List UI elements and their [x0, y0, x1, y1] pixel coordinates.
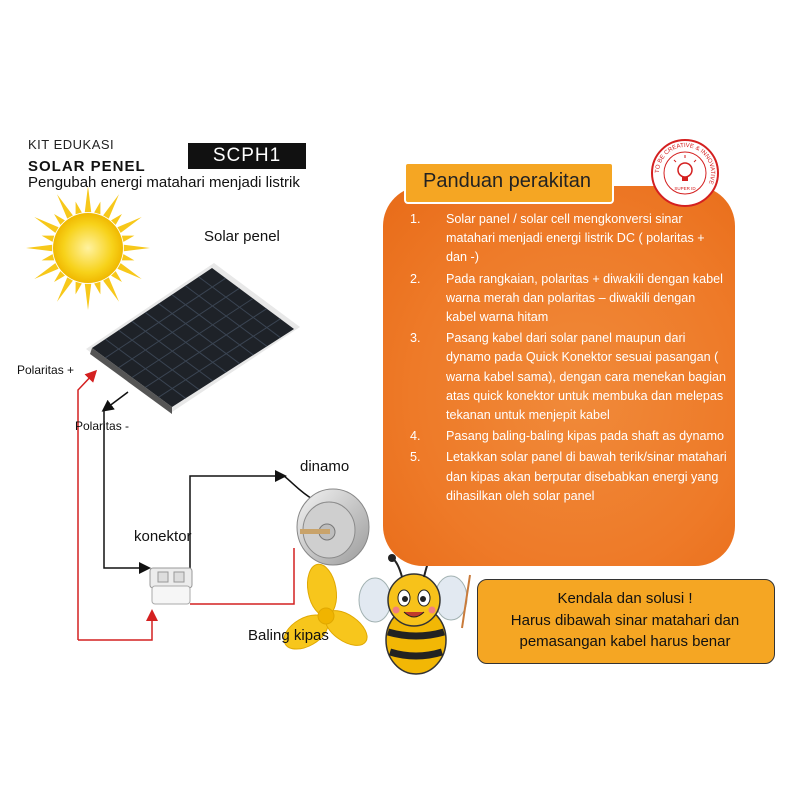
step-text: Pasang baling-baling kipas pada shaft as…	[446, 429, 724, 444]
solution-panel	[477, 579, 775, 664]
step-number: 1.	[410, 212, 421, 226]
assembly-step: 3. Pasang kabel dari solar panel maupun d…	[408, 329, 728, 425]
lightbulb-icon	[673, 155, 697, 181]
guide-title-badge	[404, 162, 614, 204]
step-text: Pada rangkaian, polaritas + diwakili den…	[446, 271, 723, 325]
positive-wire	[77, 369, 295, 641]
solar-panel-label: Solar penel	[204, 228, 280, 245]
assembly-step: 2. Pada rangkaian, polaritas + diwakili d…	[408, 270, 728, 328]
svg-text:SUPER ID: SUPER ID	[674, 186, 696, 191]
step-text: Pasang kabel dari solar panel maupun dar…	[446, 331, 727, 423]
konektor-label: konektor	[134, 528, 192, 545]
negative-wire	[101, 391, 315, 578]
step-text: Letakkan solar panel di bawah terik/sina…	[446, 450, 727, 503]
dinamo-label: dinamo	[300, 458, 350, 475]
polarity-minus-label: Polaritas -	[75, 419, 130, 433]
product-code-badge: SCPH1	[188, 143, 306, 169]
solution-title: Kendala dan solusi !	[557, 590, 693, 607]
polarity-plus-label: Polaritas +	[17, 363, 75, 377]
product-name: SOLAR PENEL	[28, 158, 146, 175]
sun-icon	[26, 186, 150, 310]
bee-mascot-icon	[358, 551, 471, 675]
assembly-steps-list: 1. Solar panel / solar cell mengkonversi …	[408, 210, 728, 508]
quick-connector-icon	[149, 567, 193, 605]
creative-seal-logo: TO BE CREATIVE & INNOVATIVE SUPER ID	[651, 139, 719, 207]
fan-label: Baling kipas	[248, 627, 329, 644]
guide-title: Panduan perakitan	[423, 170, 591, 192]
step-text: Solar panel / solar cell mengkonversi si…	[446, 212, 705, 265]
kit-label: KIT EDUKASI	[28, 137, 115, 152]
step-number: 2.	[410, 271, 421, 286]
fan-blade-icon	[283, 563, 368, 650]
step-number: 5.	[410, 450, 421, 465]
solar-panel-icon	[86, 263, 300, 414]
assembly-guide-panel	[383, 186, 735, 566]
assembly-step: 4. Pasang baling-baling kipas pada shaft …	[408, 427, 728, 446]
assembly-step: 5. Letakkan solar panel di bawah terik/si…	[408, 448, 728, 506]
step-number: 4.	[410, 429, 421, 444]
assembly-step: 1. Solar panel / solar cell mengkonversi …	[408, 210, 728, 268]
step-number: 3.	[410, 331, 421, 346]
product-subtitle: Pengubah energi matahari menjadi listrik	[28, 174, 300, 191]
dinamo-motor-icon	[296, 488, 370, 566]
solution-text: Harus dibawah sinar matahari dan pemasan…	[510, 612, 740, 650]
